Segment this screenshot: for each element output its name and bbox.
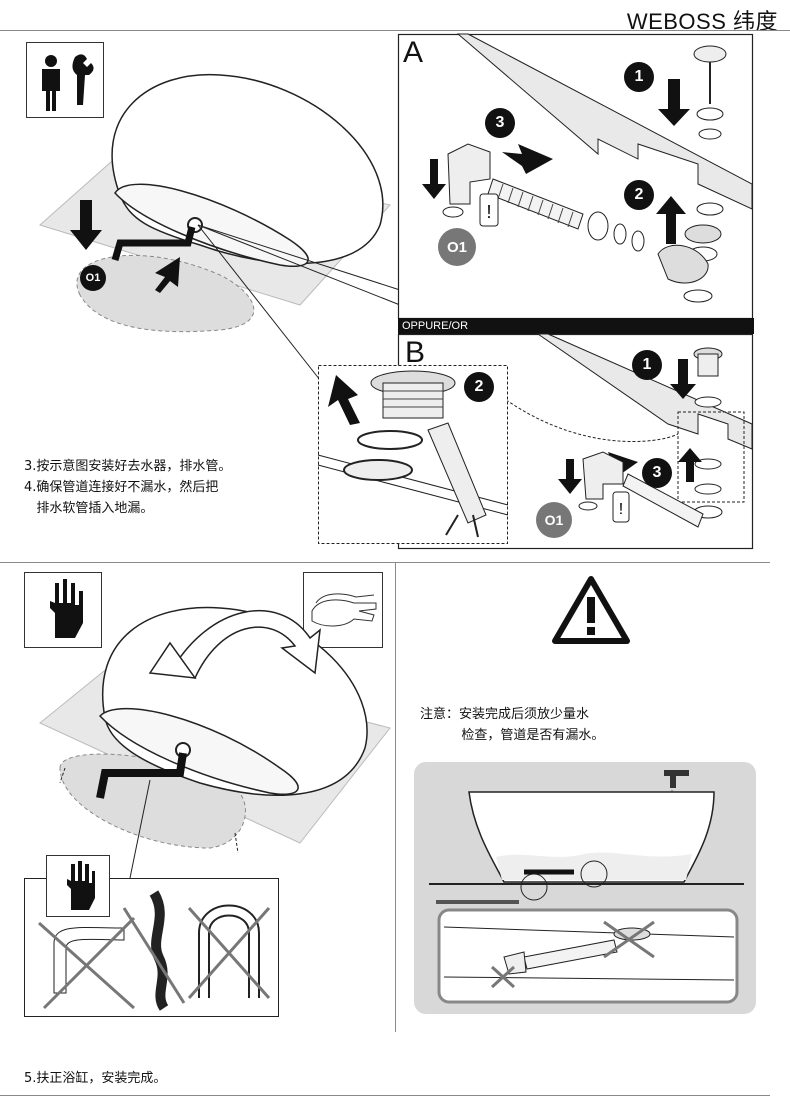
panel-b-step-3-badge: 3 [642,458,672,488]
person-wrench-icon [42,54,94,111]
svg-text:!: ! [486,202,491,222]
oppure-or-divider: OPPURE/OR [398,318,754,334]
hand-icon-box [24,572,102,648]
hose-bending-warning-box [24,878,279,1017]
notice-text-line2: 检查，管道是否有漏水。 [420,728,605,743]
leak-check-illustration [414,762,756,1014]
leader-line [129,779,151,879]
hand-icon-box-small [46,855,110,917]
panel-b-step-1-badge: 1 [632,350,662,380]
bathtub-tilted-illustration [39,73,401,381]
overview-o1-label: O1 [80,265,106,291]
panel-a-step-2-badge: 2 [624,180,654,210]
panel-b-o1-label: O1 [536,502,572,538]
bathtub-righting-illustration [39,606,391,854]
panel-b-step-2-badge: 2 [464,372,494,402]
step-5-text: 5.扶正浴缸，安装完成。 [24,1071,167,1086]
header-rule [0,30,790,31]
panel-a-frame: ! [397,33,754,320]
footer-rule [0,1095,770,1096]
brand-title: WEBOSS 纬度 [626,9,778,34]
panel-b-letter: B [405,336,426,369]
step-4-text-line2: 排水软管插入地漏。 [24,501,154,516]
hand-icon [50,579,83,638]
warning-triangle-icon [552,576,630,644]
panel-a-letter: A [403,36,424,69]
panel-a-step-1-badge: 1 [624,62,654,92]
panel-a-o1-label: O1 [438,228,476,266]
hand-icon [67,861,95,910]
panel-a-step-3-badge: 3 [485,108,515,138]
svg-text:!: ! [619,501,623,518]
step-3-text: 3.按示意图安装好去水器，排水管。 [24,459,232,474]
step-4-text-line1: 4.确保管道连接好不漏水，然后把 [24,480,219,495]
notice-text-line1: 注意：安装完成后须放少量水 [420,707,590,722]
section-divider [0,562,770,563]
installer-tool-icon-box [26,42,104,118]
gloves-icon [311,593,377,627]
column-divider [395,562,396,1032]
